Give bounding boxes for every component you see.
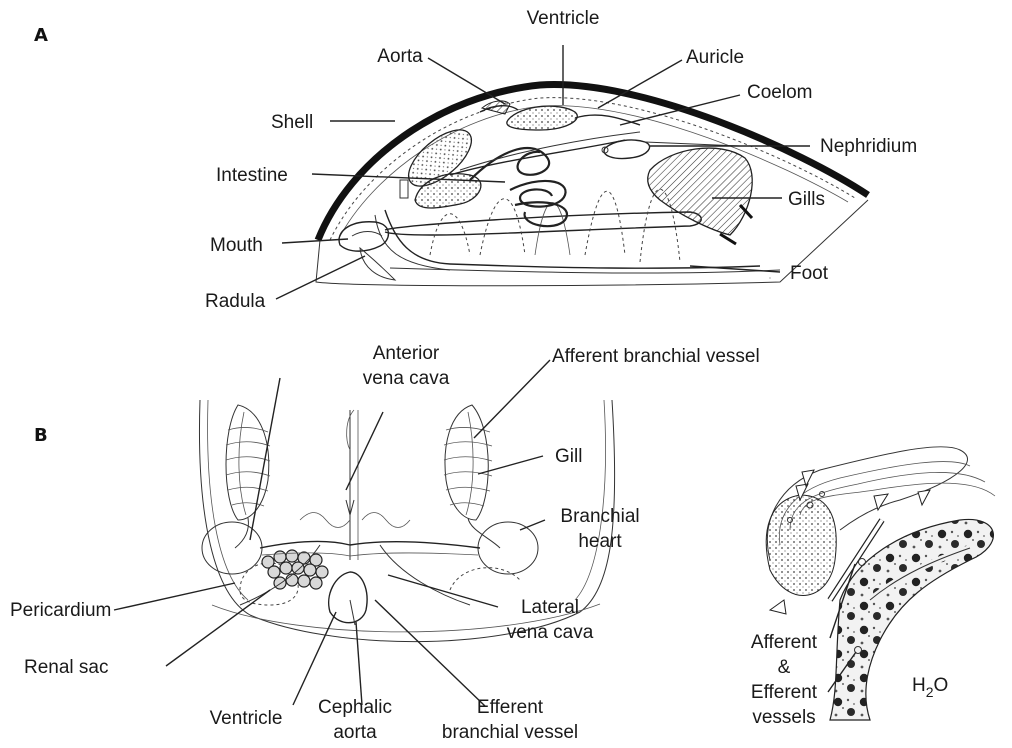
panel-b-labels: Anterior vena cava Afferent branchial ve… [10, 343, 760, 743]
label-efferent: Efferent [751, 682, 818, 703]
label-water: H2O [912, 675, 948, 700]
label-anterior-vena-cava-line1: Anterior [373, 343, 440, 364]
label-afferent: Afferent [751, 632, 818, 653]
label-radula: Radula [205, 291, 266, 312]
label-gills: Gills [788, 189, 825, 210]
water-h: H [912, 675, 926, 696]
auricle-organ [575, 115, 640, 125]
label-branchial-heart-line1: Branchial [560, 506, 639, 527]
lateral-vena-cava-vessels [260, 542, 480, 548]
water-subscript: 2 [926, 684, 934, 700]
label-efferent-branchial-vessel-line2: branchial vessel [442, 722, 578, 743]
label-pericardium: Pericardium [10, 600, 111, 621]
label-ampersand: & [778, 657, 791, 678]
chiton-section-drawing [316, 85, 868, 286]
panel-b-letter: B [34, 425, 48, 446]
renal-appendages [262, 550, 328, 589]
label-nephridium: Nephridium [820, 136, 917, 157]
label-afferent-branchial-vessel: Afferent branchial vessel [552, 346, 760, 367]
label-lateral-vena-cava-line2: vena cava [507, 622, 594, 643]
right-branchial-heart [478, 522, 538, 574]
lamella-stippled [766, 495, 836, 595]
label-renal-sac: Renal sac [24, 657, 109, 678]
label-ventricle-b: Ventricle [210, 708, 283, 729]
label-mouth: Mouth [210, 235, 263, 256]
label-lateral-vena-cava-line1: Lateral [521, 597, 579, 618]
label-intestine: Intestine [216, 165, 288, 186]
label-auricle: Auricle [686, 47, 744, 68]
label-branchial-heart-line2: heart [578, 531, 622, 552]
label-anterior-vena-cava-line2: vena cava [363, 368, 450, 389]
label-ventricle: Ventricle [527, 8, 600, 29]
radula-sac [360, 248, 395, 280]
label-foot: Foot [790, 263, 829, 284]
label-cephalic-aorta-line2: aorta [333, 722, 377, 743]
label-shell: Shell [271, 112, 313, 133]
label-efferent-branchial-vessel-line1: Efferent [477, 697, 544, 718]
left-gill [226, 405, 270, 520]
right-gill [444, 405, 492, 520]
label-cephalic-aorta-line1: Cephalic [318, 697, 392, 718]
panel-a-letter: A [34, 25, 48, 46]
label-vessels: vessels [752, 707, 815, 728]
gills-organ [648, 148, 753, 235]
panel-b-leaders [114, 360, 856, 706]
water-o: O [934, 675, 949, 696]
gill-lamellae-detail [766, 447, 995, 720]
intestine-coils [470, 148, 549, 180]
label-aorta: Aorta [377, 46, 423, 67]
label-coelom: Coelom [747, 82, 812, 103]
label-gill: Gill [555, 446, 582, 467]
